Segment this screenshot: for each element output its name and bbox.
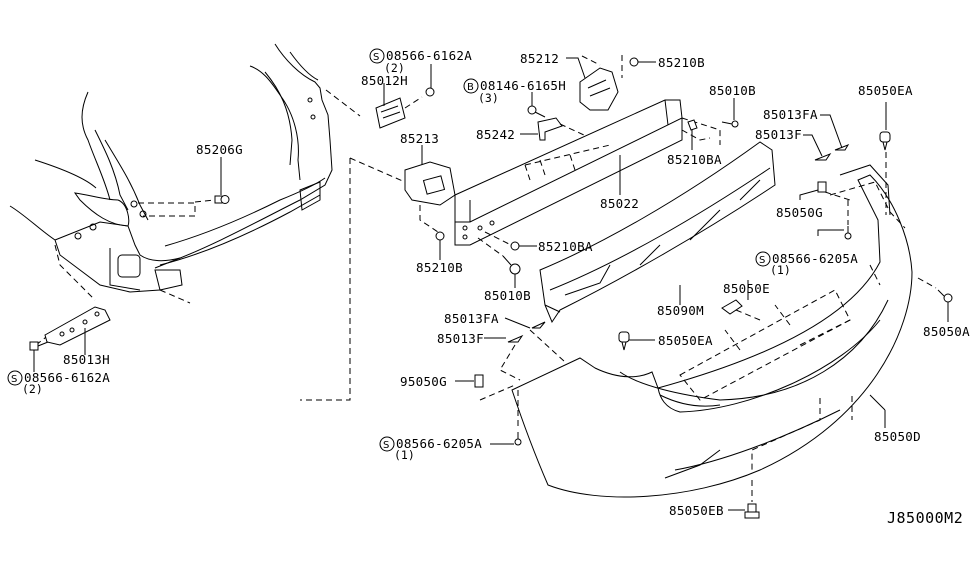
screw-symbol-text: S: [759, 255, 765, 266]
label-08566-6162A-top-qty: (2): [384, 61, 405, 75]
screw-symbol-icon: [379, 436, 395, 452]
part-85013F-right[interactable]: [803, 134, 832, 161]
part-85213-bracket[interactable]: [349, 145, 456, 233]
screw-symbol-text: S: [383, 440, 389, 451]
clip-85050EA-mid[interactable]: [618, 331, 655, 351]
label-85213: 85213: [400, 131, 439, 146]
clip-85050E[interactable]: [721, 280, 761, 321]
label-85013F-left: 85013F: [437, 331, 484, 346]
label-08146-6165H-qty: (3): [478, 91, 499, 105]
vehicle-rear-body: [9, 43, 333, 293]
label-85010B-mid: 85010B: [484, 288, 531, 303]
bolt-08146-6165H[interactable]: [527, 92, 546, 118]
screw-symbol-text: S: [373, 52, 379, 63]
clip-85050G-right[interactable]: [799, 181, 851, 201]
part-85050D-bumper-fascia[interactable]: [511, 164, 913, 498]
part-85212-bracket[interactable]: [566, 55, 623, 111]
label-85022: 85022: [600, 196, 639, 211]
label-95050G: 95050G: [400, 374, 447, 389]
label-85010B-top: 85010B: [709, 83, 756, 98]
part-85013FA-left[interactable]: [504, 317, 546, 329]
part-85013H-bracket[interactable]: [44, 306, 111, 355]
nut-85210B-left[interactable]: [435, 231, 445, 260]
nut-85210BA-mid[interactable]: [484, 231, 537, 251]
screw-08566-6162A-bottom[interactable]: [29, 341, 49, 372]
label-85013FA-left: 85013FA: [444, 311, 499, 326]
label-85012H: 85012H: [361, 73, 408, 88]
label-08146-6165H: 08146-6165H: [480, 78, 566, 93]
label-85013H: 85013H: [63, 352, 110, 367]
label-85050E: 85050E: [723, 281, 770, 296]
label-08566-6205A-bottom-qty: (1): [394, 448, 415, 462]
screw-symbol-icon: [755, 251, 771, 267]
label-08566-6205A-bottom: 08566-6205A: [396, 436, 482, 451]
label-85210B-left: 85210B: [416, 260, 463, 275]
label-85050A: 85050A: [923, 324, 970, 339]
label-85013FA-right: 85013FA: [763, 107, 818, 122]
label-85050D: 85050D: [874, 429, 921, 444]
label-85090M: 85090M: [657, 303, 704, 318]
label-85210B-top: 85210B: [658, 55, 705, 70]
clip-85050EB[interactable]: [728, 480, 760, 519]
label-08566-6162A-bottom-qty: (2): [22, 382, 43, 396]
clip-95050G[interactable]: [455, 374, 516, 401]
label-08566-6205A-right: 08566-6205A: [772, 251, 858, 266]
label-85210BA-mid: 85210BA: [538, 239, 593, 254]
clip-85050EA-top[interactable]: [879, 102, 891, 215]
label-85050EA-top: 85050EA: [858, 83, 913, 98]
label-group: S 08566-6162A (2) 85012H B 08146-6165H (…: [7, 48, 970, 527]
label-85210BA-top: 85210BA: [667, 152, 722, 167]
screw-symbol-icon: [7, 370, 23, 386]
bolt-symbol-icon: [463, 78, 479, 94]
screw-85050A[interactable]: [917, 277, 953, 322]
part-85013FA-right[interactable]: [820, 114, 850, 151]
part-85090M-absorber[interactable]: [539, 141, 776, 324]
diagram-code: J85000M2: [887, 509, 963, 527]
label-08566-6162A-bottom: 08566-6162A: [24, 370, 110, 385]
screw-08566-6205A-right[interactable]: [817, 200, 852, 240]
part-85013F-left[interactable]: [484, 329, 566, 381]
label-85212: 85212: [520, 51, 559, 66]
label-85050EA-mid: 85050EA: [658, 333, 713, 348]
left-assembly-lines: [35, 89, 361, 401]
screw-symbol-icon: [369, 48, 385, 64]
nut-85210BA-top[interactable]: [687, 119, 698, 150]
bolt-85010B-mid[interactable]: [477, 237, 521, 288]
label-85050G-right: 85050G: [776, 205, 823, 220]
screw-08566-6162A-top[interactable]: [425, 64, 435, 97]
label-08566-6162A-top: 08566-6162A: [386, 48, 472, 63]
screw-08566-6205A-bottom[interactable]: [490, 390, 522, 446]
bolt-85010B-top[interactable]: [721, 98, 739, 128]
label-85242: 85242: [476, 127, 515, 142]
label-08566-6205A-right-qty: (1): [770, 263, 791, 277]
label-85050EB: 85050EB: [669, 503, 724, 518]
bolt-symbol-text: B: [467, 82, 474, 93]
nut-85210B-top[interactable]: [629, 57, 656, 67]
screw-symbol-text: S: [11, 374, 17, 385]
part-85206G-clip[interactable]: [214, 157, 230, 204]
label-85206G: 85206G: [196, 142, 243, 157]
label-85013F-right: 85013F: [755, 127, 802, 142]
part-85012H-bracket[interactable]: [375, 83, 423, 129]
